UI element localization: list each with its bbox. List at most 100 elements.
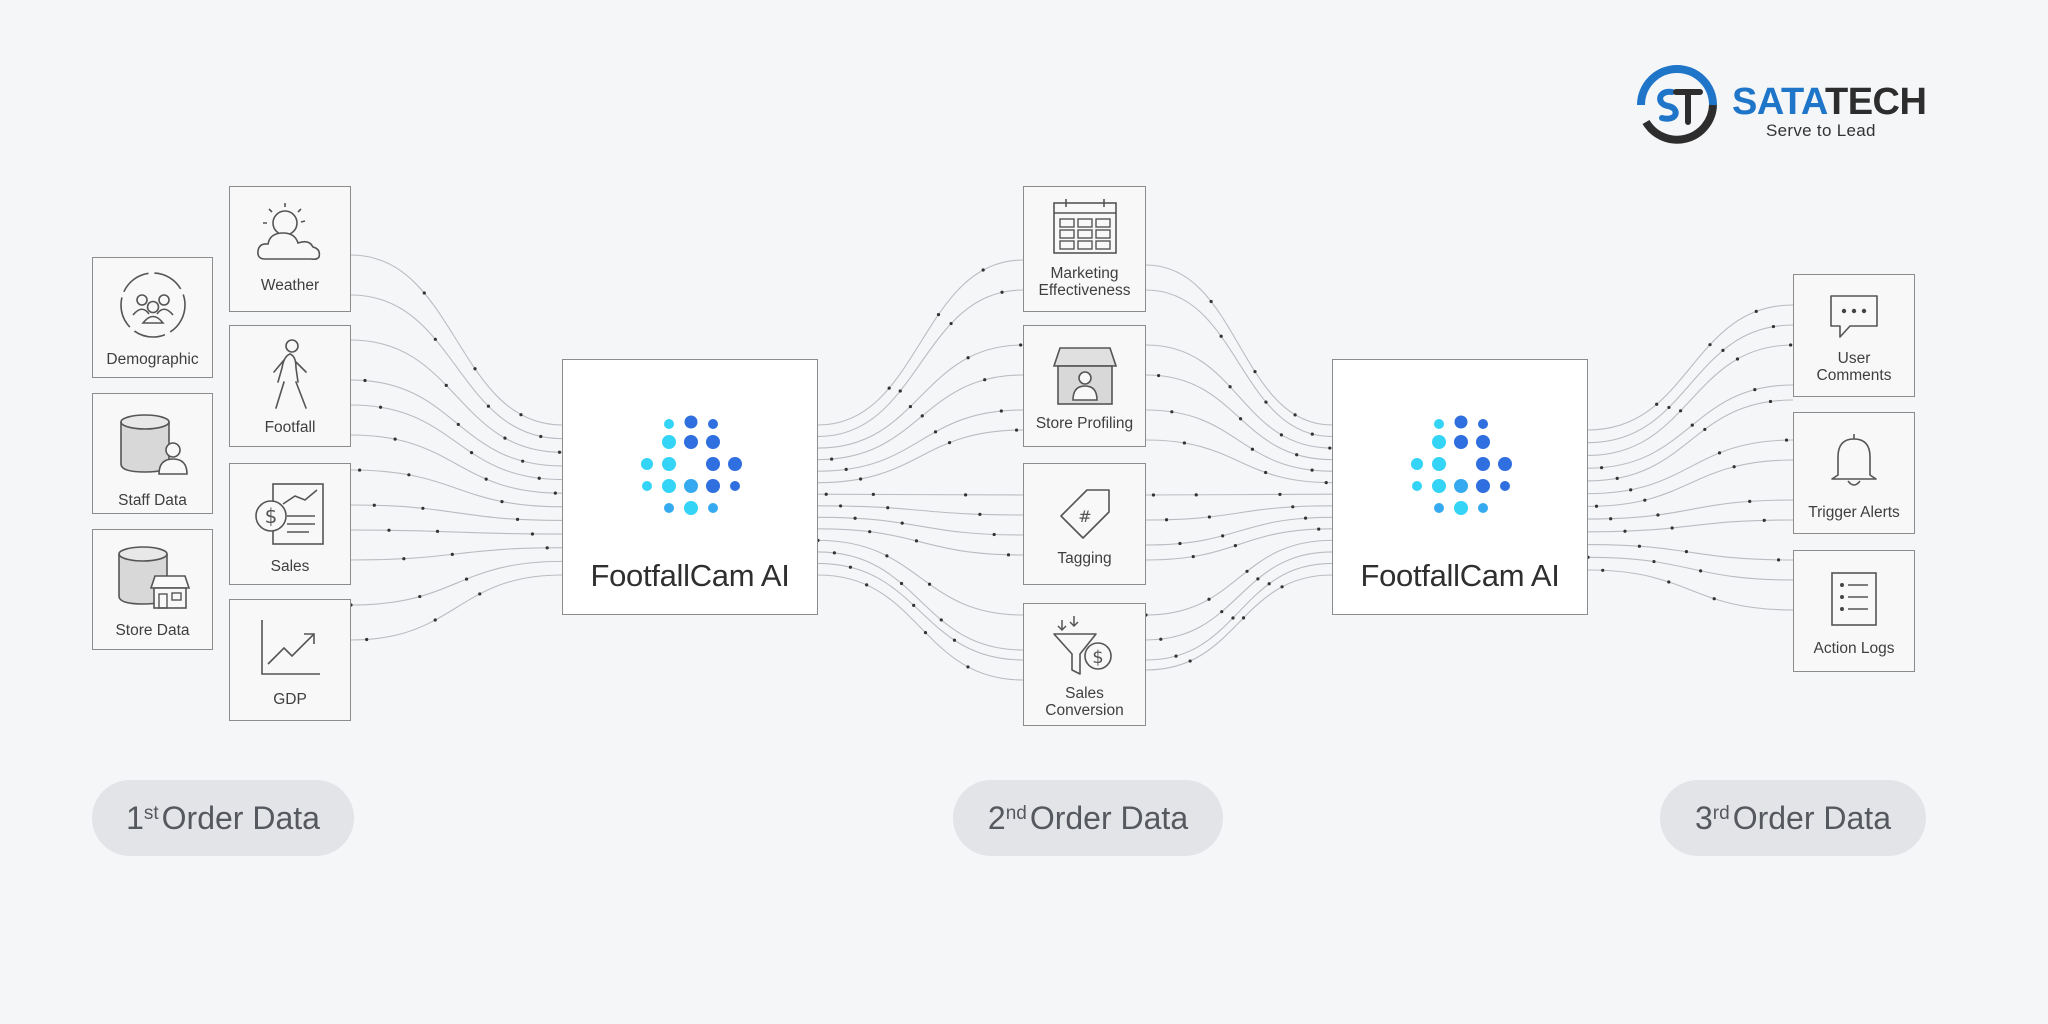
action-flow-dot: [1784, 438, 1789, 442]
insight-flow-line: [817, 374, 1024, 461]
svg-text:#: #: [1078, 507, 1091, 526]
insight-out-flow-dot: [1328, 446, 1332, 450]
input-flow-dot: [435, 529, 440, 533]
ai-logo-dot: [1478, 503, 1488, 513]
marketing-effectiveness-box: Marketing Effectiveness: [1023, 186, 1146, 312]
action-flow-line: [1587, 304, 1794, 431]
insight-flow-dot: [978, 512, 982, 516]
insight-flow-dot: [914, 539, 919, 543]
weather-label: Weather: [260, 277, 320, 294]
ai-logo-dot: [1478, 419, 1488, 429]
ai-logo-dot: [1500, 481, 1510, 491]
insight-out-flow-dot: [1250, 447, 1255, 451]
checklist-icon: [1831, 572, 1877, 626]
action-flow-dot: [1754, 309, 1758, 313]
action-flow-dot: [1667, 580, 1671, 584]
ai-logo-dot: [1476, 435, 1490, 449]
input-flow-line: [350, 254, 563, 426]
insight-flow-dot: [885, 554, 889, 558]
action-logs-box: Action Logs: [1793, 550, 1915, 672]
insight-flow-line: [817, 562, 1024, 661]
input-flow-dot: [444, 383, 448, 387]
user-comments-label-line1: User: [1837, 350, 1871, 367]
storefront-profile-icon: [1052, 347, 1117, 405]
marketing-label-line2: Effectiveness: [1038, 282, 1131, 299]
insight-out-flow-line: [1145, 528, 1333, 561]
ai-engine-box-2: FootfallCam AI: [1332, 359, 1588, 615]
sales-report-icon: $: [255, 483, 324, 545]
insight-flow-dot: [1006, 553, 1011, 557]
pill-number: 1: [126, 799, 144, 836]
comment-bubble-icon: [1830, 295, 1878, 338]
footfallcam-ai-logo-icon: [1411, 415, 1512, 515]
ai-logo-dot: [684, 501, 698, 515]
insight-out-flow-dot: [1310, 468, 1314, 472]
ai-logo-dot: [684, 479, 698, 493]
pill-text: Order Data: [1732, 799, 1891, 836]
insight-flow-line: [817, 539, 1024, 616]
insight-out-flow-dot: [1207, 515, 1211, 519]
input-flow-dot: [387, 528, 391, 532]
input-flow-dot: [473, 367, 477, 371]
pill-text: Order Data: [1029, 799, 1189, 836]
insight-out-flow-line: [1145, 264, 1333, 426]
action-flow-dot: [1684, 550, 1689, 554]
pill-text: Order Data: [161, 799, 320, 836]
insight-out-flow-dot: [1264, 470, 1268, 475]
footfallcam-ai-logo-icon: [641, 415, 742, 515]
action-flow-dot: [1753, 387, 1757, 392]
staff-data-box: Staff Data: [92, 393, 213, 514]
insight-out-flow-dot: [1159, 637, 1163, 641]
calendar-icon: [1052, 199, 1117, 254]
input-flow-dot: [545, 546, 549, 550]
insight-flow-dot: [949, 321, 953, 326]
insight-flow-dot: [933, 430, 938, 434]
input-flow-line: [350, 379, 563, 467]
insight-out-flow-dot: [1280, 585, 1284, 589]
svg-text:$: $: [265, 504, 278, 528]
pill-number: 3: [1695, 799, 1713, 836]
action-flow-dot: [1623, 529, 1627, 533]
svg-text:$: $: [1092, 647, 1103, 668]
insight-out-flow-dot: [1221, 534, 1225, 538]
input-flow-dot: [402, 557, 406, 561]
sales-box: $ Sales: [229, 463, 351, 585]
user-comments-label-line2: Comments: [1816, 367, 1892, 384]
insight-flow-dot: [927, 582, 932, 586]
weather-icon: [257, 203, 321, 261]
ai-logo-dot: [642, 481, 652, 491]
insight-out-flow-dot: [1264, 400, 1268, 404]
trigger-alerts-label: Trigger Alerts: [1808, 504, 1900, 521]
insight-out-flow-dot: [1194, 493, 1198, 497]
insight-flow-dot: [923, 631, 928, 635]
ai-logo-dot: [684, 415, 698, 429]
action-flow-dot: [1712, 597, 1716, 601]
input-flow-dot: [378, 405, 383, 409]
demographic-box: Demographic: [92, 257, 213, 378]
input-flow-dot: [539, 434, 543, 439]
insight-out-flow-line: [1145, 574, 1333, 671]
insight-out-flow-dot: [1241, 616, 1246, 620]
insight-out-flow-dot: [1295, 453, 1299, 457]
ai-engine-title-1: FootfallCam AI: [590, 558, 790, 593]
insight-out-flow-dot: [1209, 299, 1213, 304]
demographic-icon: [119, 272, 186, 338]
insight-out-flow-line: [1145, 505, 1333, 521]
insight-out-flow-dot: [1231, 616, 1235, 620]
gdp-growth-chart-icon: [261, 620, 320, 675]
store-data-label: Store Data: [115, 622, 190, 639]
action-flow-dot: [1656, 513, 1660, 517]
insight-out-flow-dot: [1245, 569, 1249, 573]
action-flow-dot: [1768, 399, 1773, 404]
ai-logo-dot: [1434, 419, 1444, 429]
brand-name: SATATECH: [1732, 81, 1927, 123]
input-flow-dot: [372, 503, 376, 507]
action-flow-dot: [1609, 517, 1613, 521]
tagging-label: Tagging: [1057, 550, 1112, 567]
insight-flow-dot: [947, 441, 952, 445]
input-flow-line: [350, 504, 563, 522]
sales-conversion-box: $ Sales Conversion: [1023, 603, 1146, 726]
walking-person-icon: [273, 339, 307, 409]
ai-logo-dot: [1412, 481, 1422, 491]
